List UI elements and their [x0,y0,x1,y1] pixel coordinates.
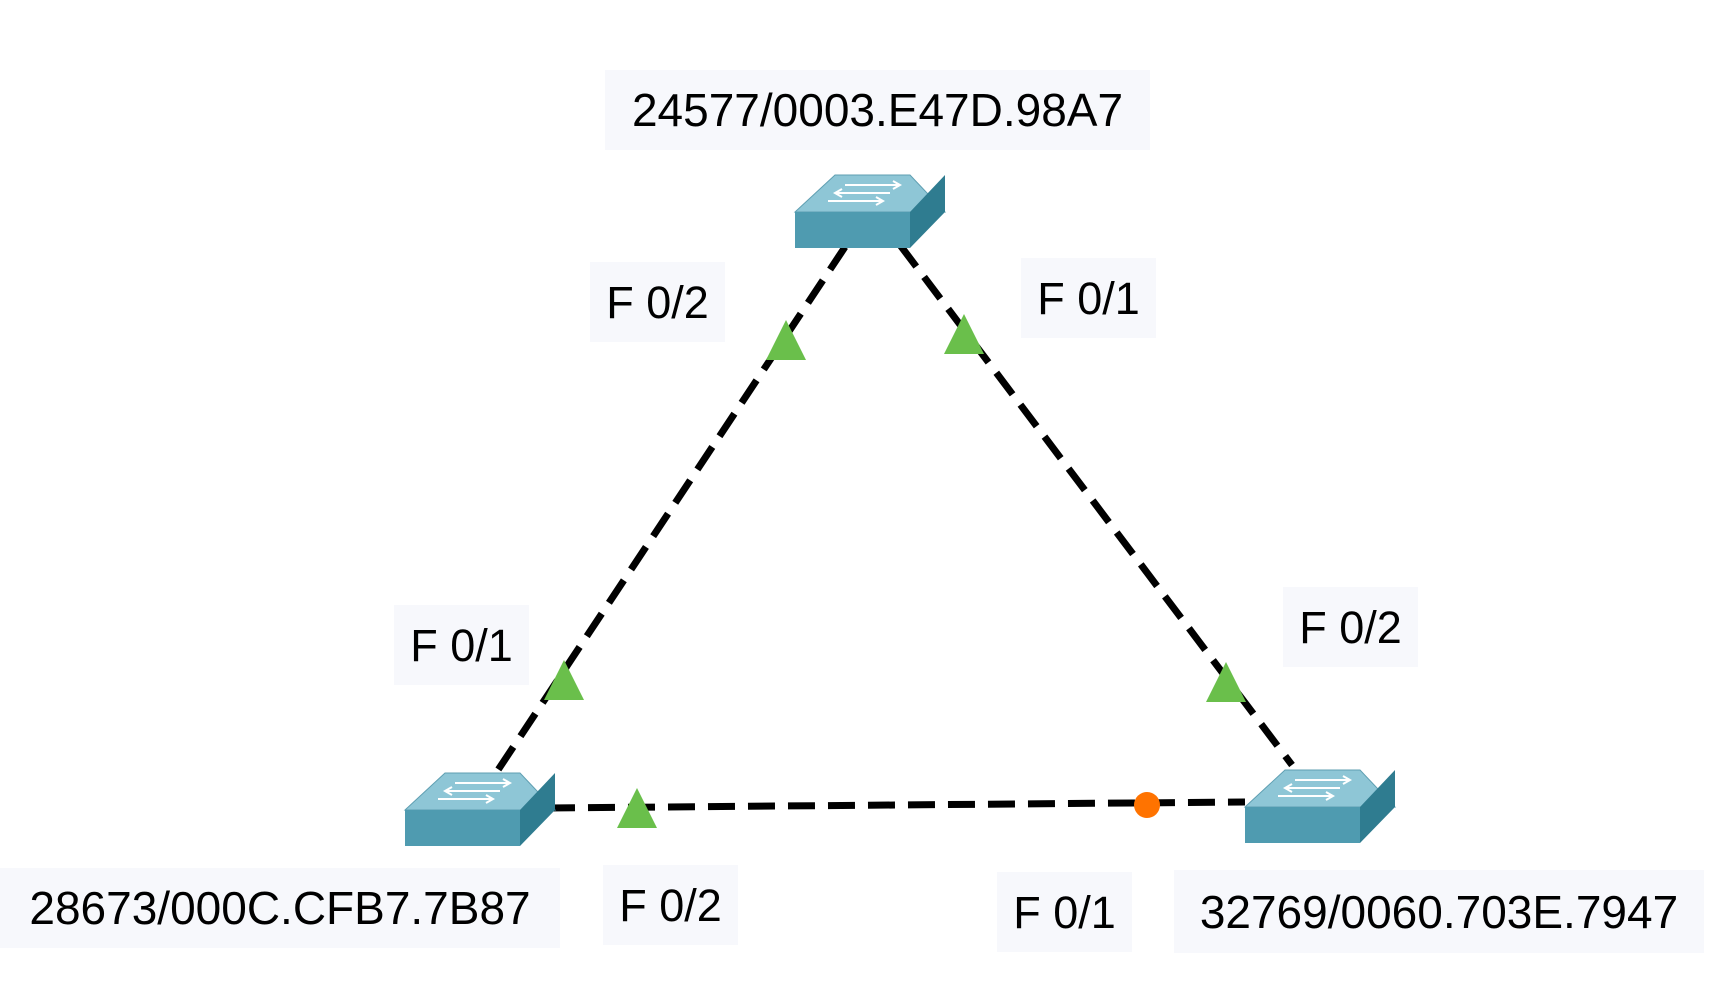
port-label-top-f02: F 0/2 [590,262,725,342]
port-label-top-f01: F 0/1 [1021,258,1156,338]
port-label-right-f01: F 0/1 [997,872,1132,952]
switch-left-bridge-id: 28673/000C.CFB7.7B87 [0,868,560,948]
port-up-indicator [766,320,806,360]
port-label-left-f01: F 0/1 [394,605,529,685]
link-left-right [547,798,1246,812]
port-up-indicator [617,788,657,828]
switch-top-bridge-id: 24577/0003.E47D.98A7 [605,70,1150,150]
port-up-indicator [944,314,984,354]
switch-right-icon[interactable] [1243,769,1397,843]
port-label-left-f02: F 0/2 [603,865,738,945]
switch-right-bridge-id: 32769/0060.703E.7947 [1174,870,1704,953]
port-blocking-indicator [1134,792,1160,818]
switch-left-icon[interactable] [403,772,557,846]
port-up-indicator [544,660,584,700]
port-label-right-f02: F 0/2 [1283,587,1418,667]
port-up-indicator [1206,662,1246,702]
switch-top-icon[interactable] [793,174,947,248]
